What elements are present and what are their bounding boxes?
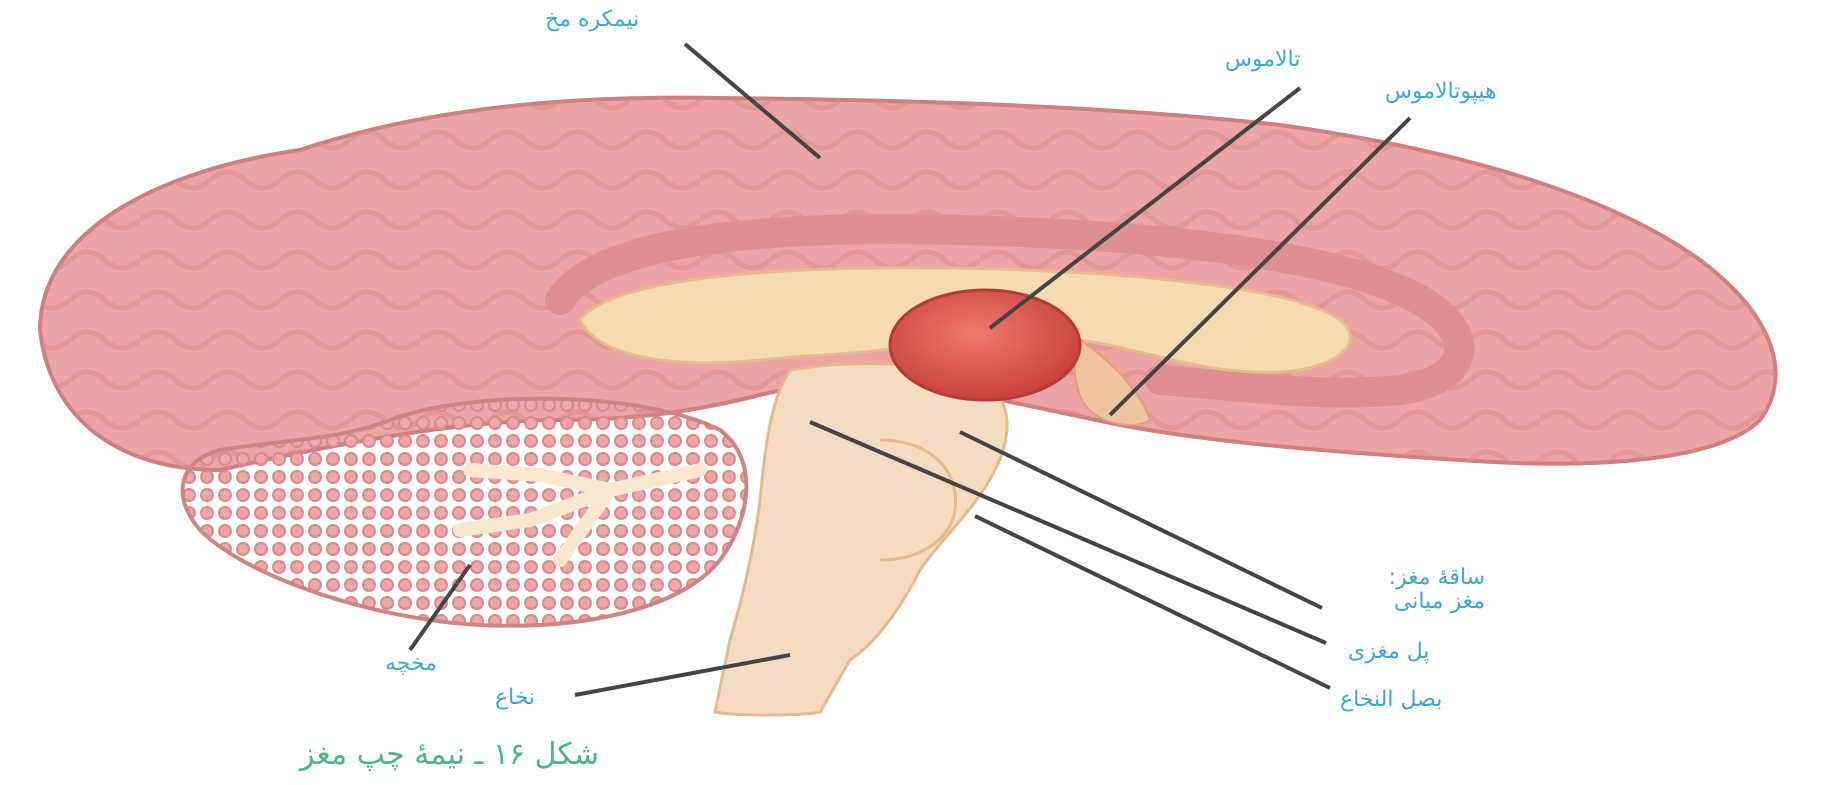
thalamus — [890, 290, 1080, 400]
label-hypothalamus: هیپوتالاموس — [1385, 80, 1497, 104]
label-spinal-cord: نخاع — [495, 686, 535, 710]
label-pons: پل مغزی — [1348, 640, 1430, 664]
label-cerebellum: مخچه — [385, 652, 437, 676]
label-midbrain: مغز میانی — [1340, 590, 1485, 614]
figure-caption: شکل ۱۶ ـ نیمهٔ چپ مغز — [300, 738, 599, 771]
label-cerebral-hemisphere: نیمکره مخ — [545, 8, 639, 32]
label-brainstem: ساقهٔ مغز: — [1340, 566, 1485, 590]
leader-medulla — [975, 516, 1330, 688]
label-brainstem-group: ساقهٔ مغز: مغز میانی — [1340, 566, 1485, 614]
leader-midbrain — [960, 432, 1322, 608]
label-thalamus: تالاموس — [1225, 48, 1300, 72]
label-medulla: بصل النخاع — [1340, 688, 1442, 712]
